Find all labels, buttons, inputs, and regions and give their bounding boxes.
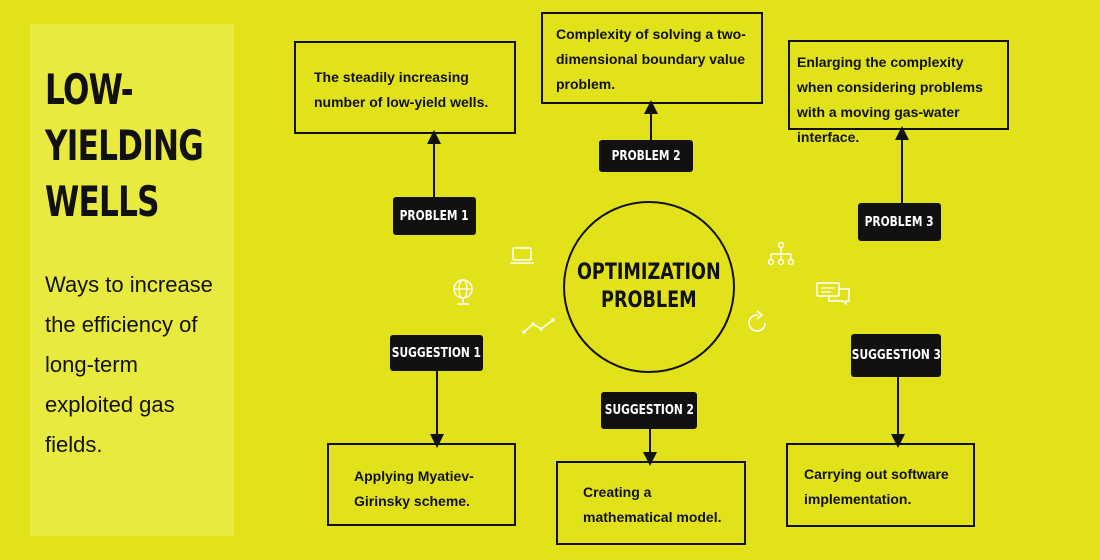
problem-1-text: The steadily increasing number of low-yi… [314,69,489,110]
suggestion-2-box: Creating a mathematical model. [556,461,746,545]
optimization-problem-circle: OPTIMIZATION PROBLEM [563,201,735,373]
problem-3-text: Enlarging the complexity when considerin… [797,54,983,145]
suggestion-1-tag: SUGGESTION 1 [390,335,483,371]
laptop-icon [510,247,534,264]
problem-2-text: Complexity of solving a two-dimensional … [556,26,746,92]
suggestion-3-tag: SUGGESTION 3 [851,334,941,377]
refresh-icon [748,310,766,332]
page-title: LOW- YIELDING WELLS [45,65,204,226]
suggestion-3-text: Carrying out software implementation. [804,466,949,507]
page-subtitle: Ways to increase the efficiency of long-… [45,272,213,457]
problem-2-tag: PROBLEM 2 [599,140,693,172]
suggestion-1-text: Applying Myatiev-Girinsky scheme. [354,468,474,509]
org-chart-icon [767,241,795,266]
problem-1-tag: PROBLEM 1 [393,197,476,235]
problem-3-tag: PROBLEM 3 [858,203,941,241]
optimization-problem-label: OPTIMIZATION PROBLEM [577,260,721,313]
suggestion-1-box: Applying Myatiev-Girinsky scheme. [327,443,516,526]
suggestion-2-tag: SUGGESTION 2 [601,392,697,429]
globe-icon [453,279,473,305]
problem-2-box: Complexity of solving a two-dimensional … [541,12,763,104]
sidebar-panel [30,24,234,536]
problem-1-box: The steadily increasing number of low-yi… [294,41,516,134]
trend-line-icon [522,318,555,334]
chat-icon [816,282,850,305]
suggestion-3-box: Carrying out software implementation. [786,443,975,527]
suggestion-2-text: Creating a mathematical model. [583,484,722,525]
problem-3-box: Enlarging the complexity when considerin… [788,40,1009,145]
